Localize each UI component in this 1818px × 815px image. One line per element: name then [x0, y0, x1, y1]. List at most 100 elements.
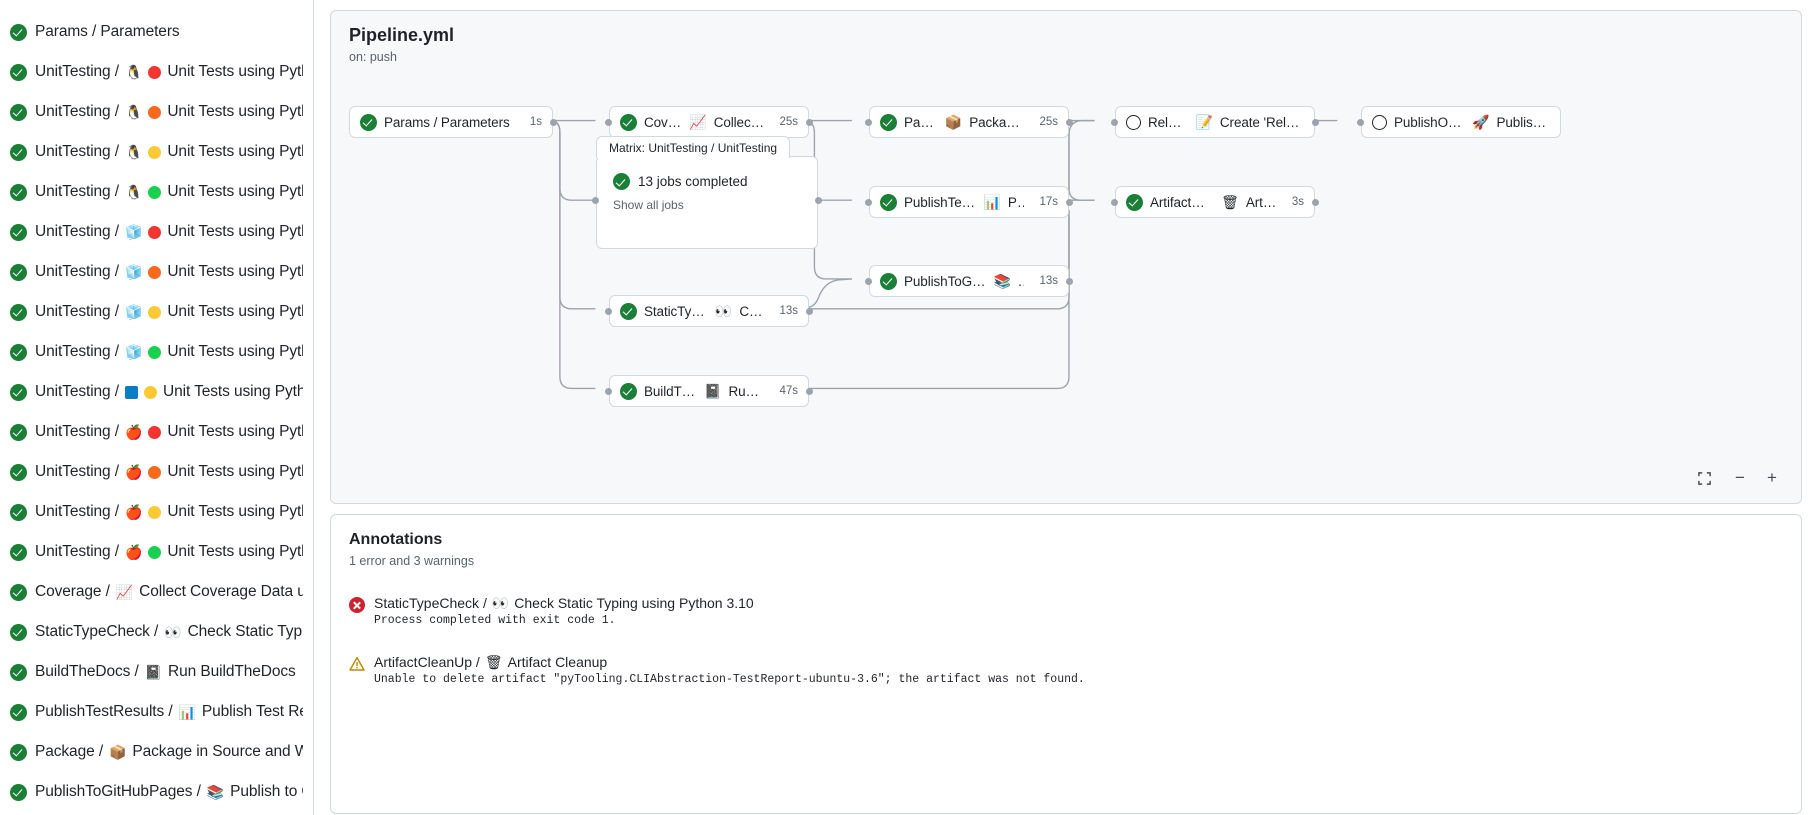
success-status-icon — [10, 223, 27, 241]
success-status-icon — [10, 23, 27, 41]
node-port-in — [1111, 199, 1118, 206]
sidebar-item-label: UnitTesting / Unit Tests using Pyth... — [35, 383, 303, 401]
sidebar-item-0[interactable]: Params / Parameters — [0, 12, 313, 52]
blue-square-icon — [125, 385, 138, 399]
sidebar-item-18[interactable]: Package / 📦Package in Source and Wh... — [0, 732, 313, 772]
sidebar-item-label: StaticTypeCheck / 👀Check Static Typing..… — [35, 623, 303, 641]
graph-node-acu[interactable]: ArtifactCleanUp / 🗑Artifac...3s — [1115, 186, 1315, 218]
sidebar-item-label: UnitTesting / 🐧Unit Tests using Pyth... — [35, 183, 303, 201]
sidebar-item-15[interactable]: StaticTypeCheck / 👀Check Static Typing..… — [0, 612, 313, 652]
penguin-icon: 🐧 — [125, 104, 143, 120]
sidebar-item-step: Unit Tests using Pyth... — [167, 303, 303, 320]
success-status-icon — [620, 302, 637, 320]
sidebar-item-11[interactable]: UnitTesting / 🍎Unit Tests using Pyth... — [0, 452, 313, 492]
graph-node-btd[interactable]: BuildTheDocs / 📓Run Buil...47s — [609, 375, 809, 407]
sidebar-item-label: UnitTesting / 🍎Unit Tests using Pyth... — [35, 503, 303, 521]
sidebar-item-16[interactable]: BuildTheDocs / 📓Run BuildTheDocs — [0, 652, 313, 692]
sidebar-item-job: Package / — [35, 743, 104, 760]
node-port-out — [806, 308, 813, 315]
matrix-group-label: Matrix: UnitTesting / UnitTesting — [596, 136, 791, 158]
sidebar-item-14[interactable]: Coverage / 📈Collect Coverage Data usi... — [0, 572, 313, 612]
graph-node-ptghp[interactable]: PublishToGitHubPages / 📚...13s — [869, 265, 1069, 297]
book-icon: 📓 — [704, 383, 722, 399]
sidebar-item-label: Coverage / 📈Collect Coverage Data usi... — [35, 583, 303, 601]
success-status-icon — [10, 423, 27, 441]
sidebar-item-label: UnitTesting / 🧊 Unit Tests using Pyth... — [35, 303, 303, 321]
annotations-title: Annotations — [349, 531, 443, 548]
sidebar-item-job: UnitTesting / — [35, 303, 119, 320]
graph-node-release[interactable]: Release / 📝Create 'Release P... — [1115, 106, 1315, 138]
workflow-title: Pipeline.yml — [349, 25, 455, 45]
sidebar-item-1[interactable]: UnitTesting / 🐧Unit Tests using Pyth... — [0, 52, 313, 92]
fit-screen-icon[interactable] — [1693, 467, 1715, 489]
eyes-icon: 👀 — [714, 303, 733, 319]
show-all-jobs-link[interactable]: Show all jobs — [613, 198, 684, 212]
sidebar-item-10[interactable]: UnitTesting / 🍎Unit Tests using Pyth... — [0, 412, 313, 452]
zoom-out-button[interactable]: − — [1735, 468, 1745, 487]
sidebar-item-job: UnitTesting / — [35, 543, 119, 560]
sidebar-item-6[interactable]: UnitTesting / 🧊Unit Tests using Pyth... — [0, 252, 313, 292]
barchart-icon: 📊 — [178, 704, 196, 720]
node-duration: 13s — [1039, 275, 1058, 287]
pending-status-icon — [1126, 114, 1141, 130]
sidebar-item-19[interactable]: PublishToGitHubPages / 📚Publish to G... — [0, 772, 313, 812]
cube-icon: 🧊 — [125, 304, 143, 320]
success-status-icon — [10, 143, 27, 161]
annotation-job: ArtifactCleanUp / — [374, 654, 480, 670]
penguin-icon: 🐧 — [125, 144, 143, 160]
sidebar-item-label: UnitTesting / 🧊Unit Tests using Pyth... — [35, 263, 303, 281]
sidebar-item-3[interactable]: UnitTesting / 🐧Unit Tests using Pyth... — [0, 132, 313, 172]
annotations-panel: Annotations 1 error and 3 warnings Stati… — [330, 514, 1802, 814]
sidebar-item-step: Unit Tests using Pyth... — [167, 223, 303, 240]
books-icon: 📚 — [206, 784, 225, 800]
pending-status-icon — [1372, 114, 1387, 130]
annotation-body: StaticTypeCheck / 👀 Check Static Typing … — [374, 595, 754, 627]
graph-node-package[interactable]: Package / 📦Package in So...25s — [869, 106, 1069, 138]
success-status-icon — [880, 193, 897, 211]
node-port-in — [865, 199, 872, 206]
success-status-icon — [10, 383, 27, 401]
sidebar-item-label: Params / Parameters — [35, 23, 180, 41]
node-port-out — [1312, 119, 1319, 126]
sidebar-item-13[interactable]: UnitTesting / 🍎Unit Tests using Pyth... — [0, 532, 313, 572]
sidebar-item-8[interactable]: UnitTesting / 🧊Unit Tests using Pyth... — [0, 332, 313, 372]
graph-node-pypi[interactable]: PublishOnPyPI / 🚀Publish to ... — [1361, 106, 1561, 138]
zoom-in-button[interactable]: + — [1767, 468, 1777, 487]
sidebar-item-label: PublishTestResults / 📊Publish Test Resu.… — [35, 703, 303, 721]
matrix-jobs-row[interactable]: 13 jobs completed — [597, 157, 817, 190]
dot-green-icon — [148, 545, 162, 559]
sidebar-item-4[interactable]: UnitTesting / 🐧Unit Tests using Pyth... — [0, 172, 313, 212]
sidebar-item-9[interactable]: UnitTesting / Unit Tests using Pyth... — [0, 372, 313, 412]
node-port-in — [1357, 119, 1364, 126]
node-step-name: Publish to ... — [1496, 114, 1551, 130]
sidebar-item-label: Package / 📦Package in Source and Wh... — [35, 743, 303, 761]
sidebar-item-label: BuildTheDocs / 📓Run BuildTheDocs — [35, 663, 296, 681]
sidebar-item-2[interactable]: UnitTesting / 🐧Unit Tests using Pyth... — [0, 92, 313, 132]
sidebar-item-label: UnitTesting / 🍎Unit Tests using Pyth... — [35, 423, 303, 441]
dot-yellow-icon — [148, 145, 162, 159]
dot-yellow-icon — [148, 305, 162, 319]
success-status-icon — [10, 703, 27, 721]
graph-node-ptr[interactable]: PublishTestResults / 📊Pu...17s — [869, 186, 1069, 218]
sidebar-item-12[interactable]: UnitTesting / 🍎Unit Tests using Pyth... — [0, 492, 313, 532]
sidebar-item-7[interactable]: UnitTesting / 🧊 Unit Tests using Pyth... — [0, 292, 313, 332]
dot-red-icon — [148, 225, 162, 239]
book-icon: 📓 — [144, 664, 163, 680]
memo-icon: 📝 — [1195, 114, 1213, 130]
sidebar-item-job: Coverage / — [35, 583, 110, 600]
success-status-icon — [10, 103, 27, 121]
graph-node-stc[interactable]: StaticTypeCheck / 👀Chec...13s — [609, 295, 809, 327]
graph-node-coverage[interactable]: Coverage / 📈Collect Cove...25s — [609, 106, 809, 138]
success-status-icon — [10, 463, 27, 481]
cube-icon: 🧊 — [125, 224, 143, 240]
node-job-name: PublishToGitHubPages / — [904, 273, 987, 289]
main-content: Pipeline.yml on: push — [314, 0, 1818, 815]
sidebar-item-job: UnitTesting / — [35, 463, 119, 480]
sidebar-item-5[interactable]: UnitTesting / 🧊Unit Tests using Pyth... — [0, 212, 313, 252]
sidebar-item-17[interactable]: PublishTestResults / 📊Publish Test Resu.… — [0, 692, 313, 732]
zoom-controls[interactable]: − + — [1693, 467, 1783, 489]
